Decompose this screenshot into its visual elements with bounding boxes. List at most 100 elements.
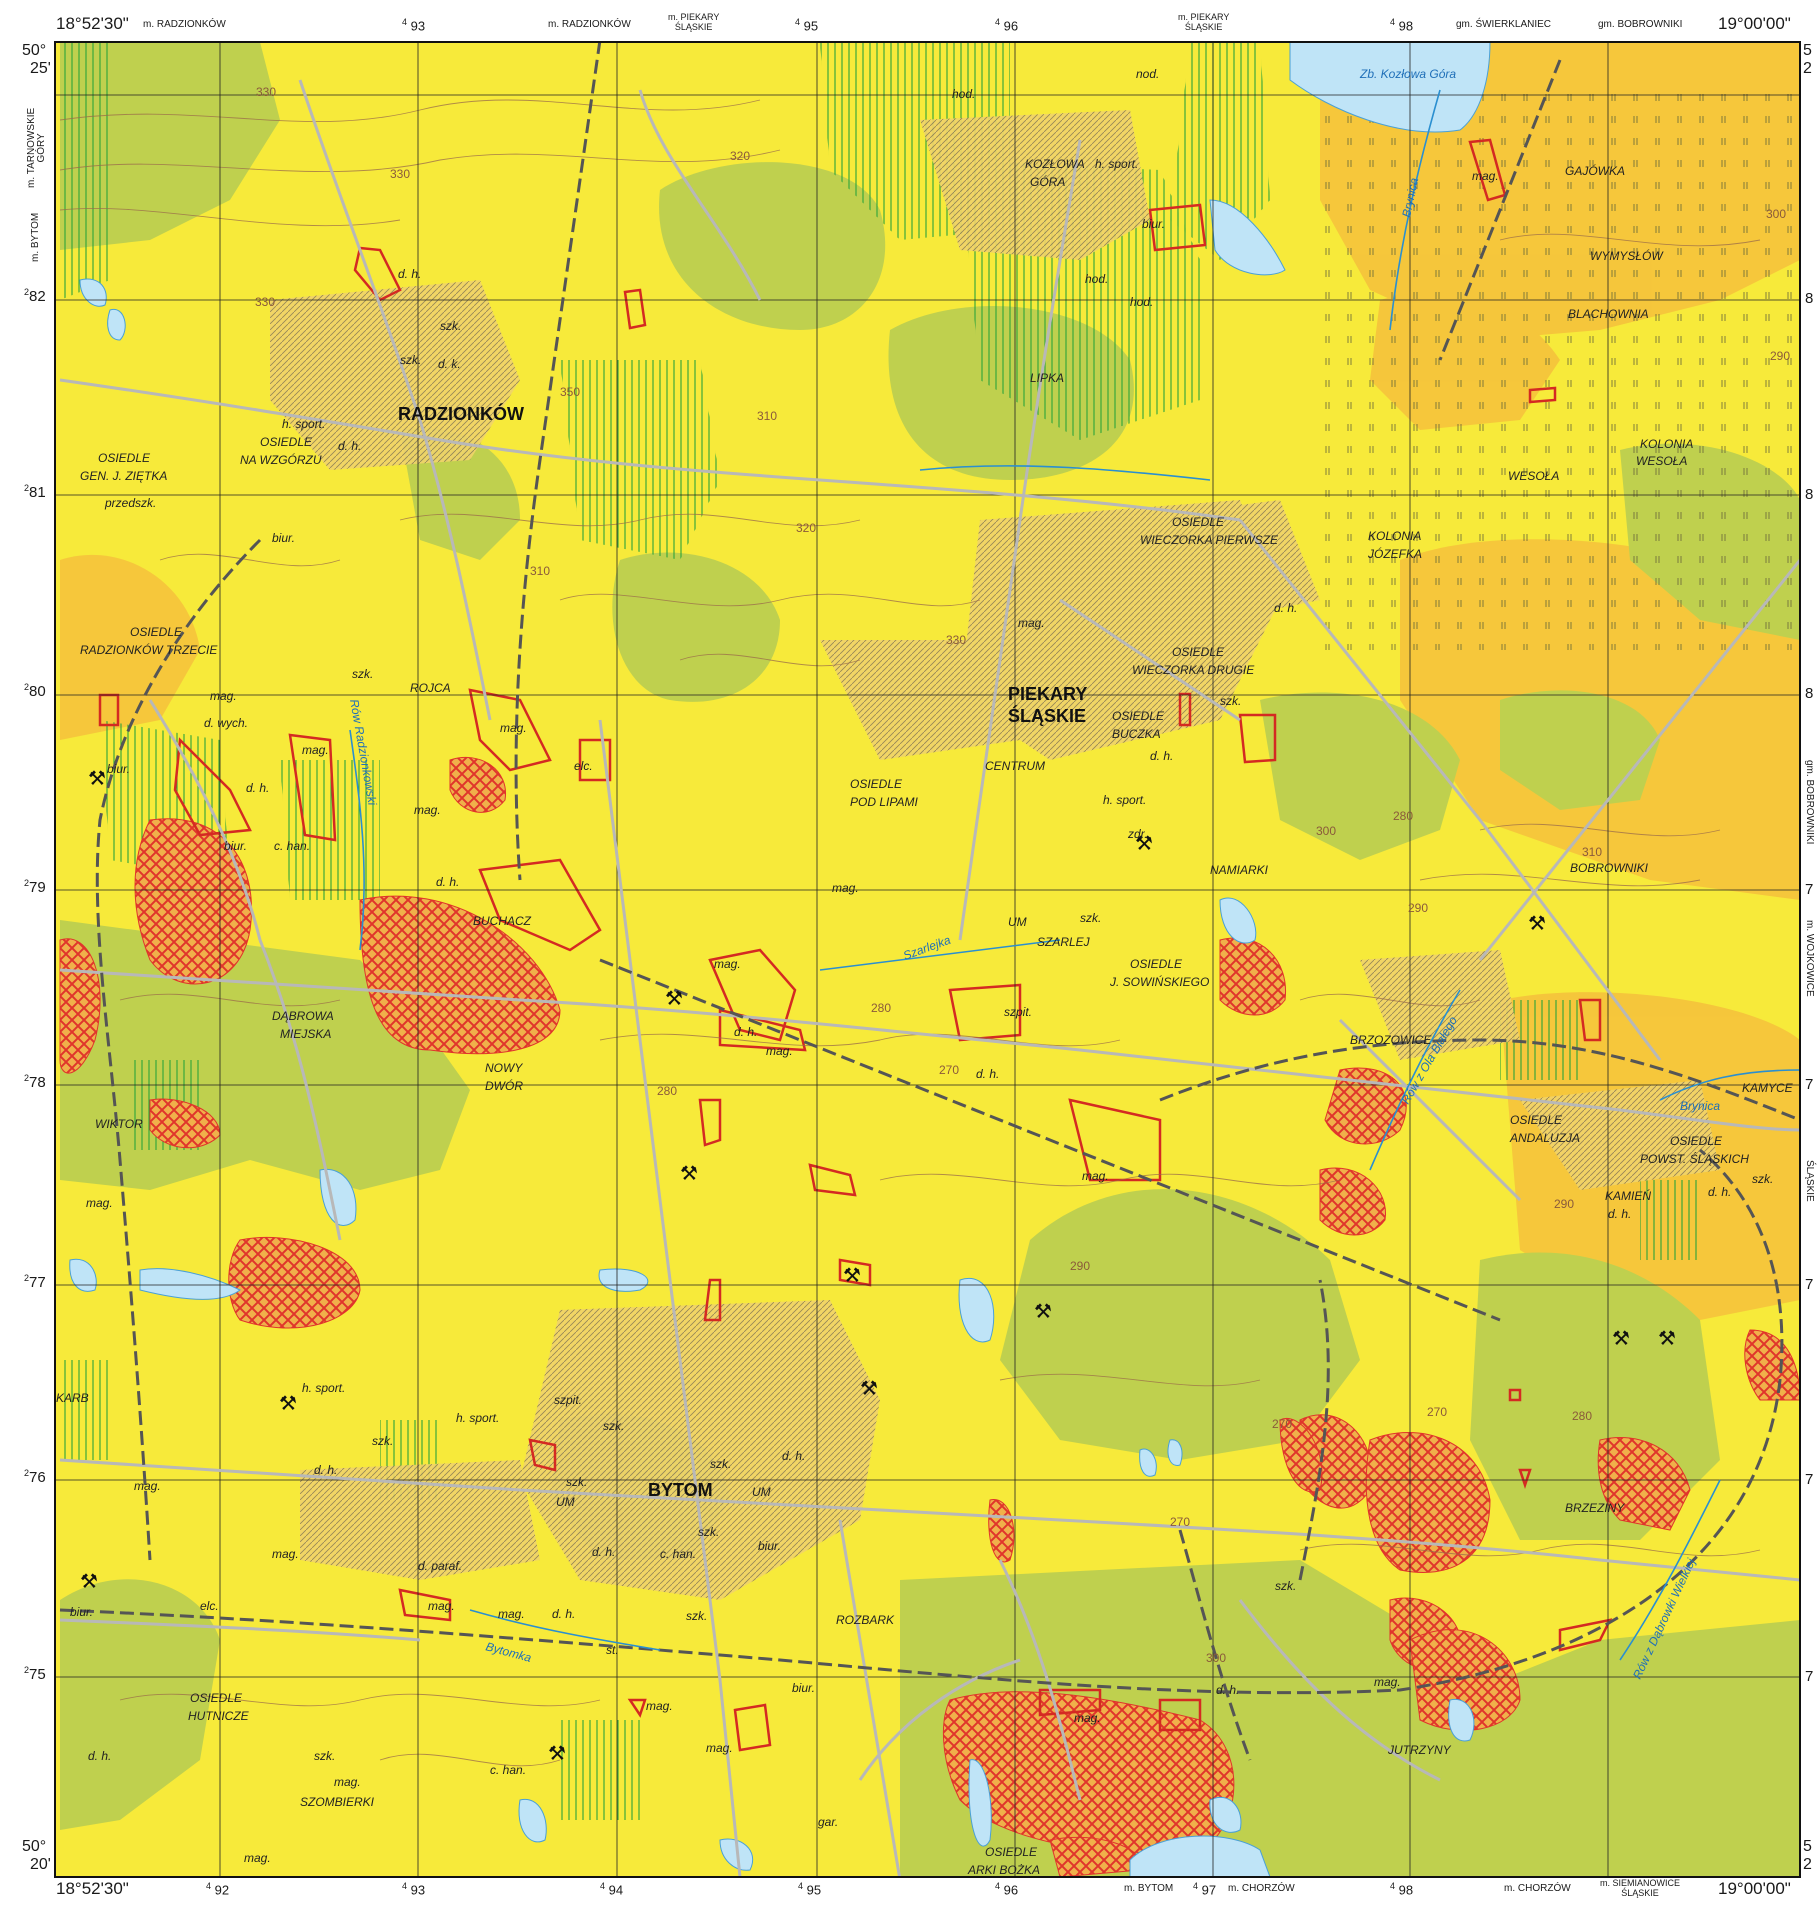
map-body: ⚒ ⚒ ⚒ ⚒ ⚒ ⚒ ⚒ ⚒ ⚒ ⚒ ⚒ ⚒ ⚒: [55, 42, 1800, 1877]
abbr-label: d. h.: [338, 439, 361, 453]
abbr-label: szk.: [400, 353, 421, 367]
contour-label: 280: [1393, 809, 1413, 823]
place-label: KOLONIA: [1640, 437, 1693, 451]
svg-text:⚒: ⚒: [548, 1743, 566, 1765]
abbr-label: mag.: [1018, 616, 1045, 630]
grid-label-right: 8: [1805, 685, 1814, 702]
abbr-label: elc.: [200, 1599, 219, 1613]
place-label: POWST. ŚLĄSKICH: [1640, 1151, 1749, 1166]
abbr-label: d. h.: [88, 1749, 111, 1763]
place-label: GÓRA: [1030, 174, 1065, 189]
place-label: ANDALUZJA: [1509, 1131, 1580, 1145]
place-label: POD LIPAMI: [850, 795, 918, 809]
grid-prefix: 2: [24, 1273, 30, 1283]
grid-label-right: 8: [1805, 486, 1814, 503]
abbr-label: szpit.: [1004, 1005, 1032, 1019]
contour-label: 290: [1770, 349, 1790, 363]
svg-text:⚒: ⚒: [1034, 1301, 1052, 1323]
abbr-label: mag.: [1074, 1711, 1101, 1725]
abbr-label: biur.: [758, 1539, 781, 1553]
grid-prefix: 4: [402, 17, 408, 27]
place-label: KARB: [56, 1391, 89, 1405]
grid-number: 96: [1003, 18, 1019, 34]
abbr-label: d. paraf.: [418, 1559, 462, 1573]
admin-line: m. SIEMIANOWICE: [1600, 1878, 1681, 1888]
place-label: BRZEZINY: [1565, 1501, 1625, 1515]
abbr-label: mag.: [134, 1479, 161, 1493]
grid-prefix: 4: [795, 17, 801, 27]
abbr-label: c. han.: [490, 1763, 526, 1777]
streams: [349, 89, 1800, 1661]
place-label: WIKTOR: [95, 1117, 143, 1131]
place-label: MIEJSKA: [280, 1027, 331, 1041]
svg-text:⚒: ⚒: [1528, 913, 1546, 935]
abbr-label: mag.: [1472, 169, 1499, 183]
lat-deg: 50°: [22, 1838, 47, 1855]
svg-text:⚒: ⚒: [665, 988, 683, 1010]
grid-label-left: 281: [24, 483, 46, 501]
abbr-label: mag.: [210, 689, 237, 703]
grid-prefix: 2: [24, 682, 30, 692]
place-label: OSIEDLE: [1130, 957, 1183, 971]
place-label: NAMIARKI: [1210, 863, 1269, 877]
grid-prefix: 4: [402, 1881, 408, 1891]
abbr-label: d. h.: [734, 1025, 757, 1039]
place-label: WYMYSŁÓW: [1590, 248, 1664, 263]
lat-min: 25': [30, 60, 51, 77]
svg-text:⚒: ⚒: [88, 768, 106, 790]
abbr-label: mag.: [86, 1196, 113, 1210]
abbr-label: biur.: [272, 531, 295, 545]
grid-number: 98: [1398, 1882, 1414, 1898]
place-label: OSIEDLE: [190, 1691, 243, 1705]
place-label: KAMIEŃ: [1605, 1188, 1651, 1203]
admin-label-top: gm. ŚWIERKLANIEC: [1456, 19, 1552, 30]
contour-label: 320: [796, 521, 816, 535]
place-label: CENTRUM: [985, 759, 1045, 773]
abbr-label: d. h.: [976, 1067, 999, 1081]
place-label: LIPKA: [1030, 371, 1064, 385]
water-bodies: [69, 42, 1491, 1877]
town-label: ŚLĄSKIE: [1008, 705, 1086, 726]
place-label: BUCHACZ: [473, 914, 532, 928]
abbr-label: szk.: [566, 1475, 587, 1489]
abbr-label: mag.: [428, 1599, 455, 1613]
admin-label-right: m. WOJKOWICE: [1804, 920, 1815, 997]
river-label: Brynica: [1680, 1099, 1720, 1113]
railways: [59, 42, 1800, 1761]
place-label: HUTNICZE: [188, 1709, 250, 1723]
grid-number: 75: [29, 1666, 46, 1683]
abbr-label: mag.: [646, 1699, 673, 1713]
abbr-label: mag.: [766, 1044, 793, 1058]
contour-label: 290: [1554, 1197, 1574, 1211]
admin-line: GÓRY: [36, 133, 47, 163]
abbr-label: szk.: [698, 1525, 719, 1539]
contour-label: 330: [255, 295, 275, 309]
grid-label-right: 7: [1805, 1471, 1814, 1488]
admin-line: m. PIEKARY: [1178, 12, 1230, 22]
lat-fragment: 5: [1803, 1838, 1812, 1855]
grid-prefix: 2: [24, 1665, 30, 1675]
abbr-label: nod.: [1136, 67, 1159, 81]
corner-lat-bottom-left: 50°20': [22, 1838, 51, 1874]
abbr-label: mag.: [1082, 1169, 1109, 1183]
admin-label-bottom: m. CHORZÓW: [1228, 1883, 1295, 1894]
grid-label-left: 280: [24, 682, 46, 700]
place-label: OSIEDLE: [1172, 645, 1225, 659]
contour-label: 280: [871, 1001, 891, 1015]
abbr-label: mag.: [414, 803, 441, 817]
corner-lon-top-left: 18°52'30": [56, 14, 129, 33]
svg-text:⚒: ⚒: [843, 1265, 861, 1287]
abbr-label: h. sport.: [302, 1381, 345, 1395]
place-label: WIECZORKA DRUGIE: [1132, 663, 1255, 677]
abbr-label: hod.: [1085, 272, 1108, 286]
abbr-label: mag.: [302, 743, 329, 757]
svg-text:⚒: ⚒: [860, 1378, 878, 1400]
grid-number: 93: [410, 18, 426, 34]
place-label: NOWY: [485, 1061, 523, 1075]
contour-label: 270: [1427, 1405, 1447, 1419]
abbr-label: mag.: [714, 957, 741, 971]
abbr-label: mag.: [498, 1607, 525, 1621]
